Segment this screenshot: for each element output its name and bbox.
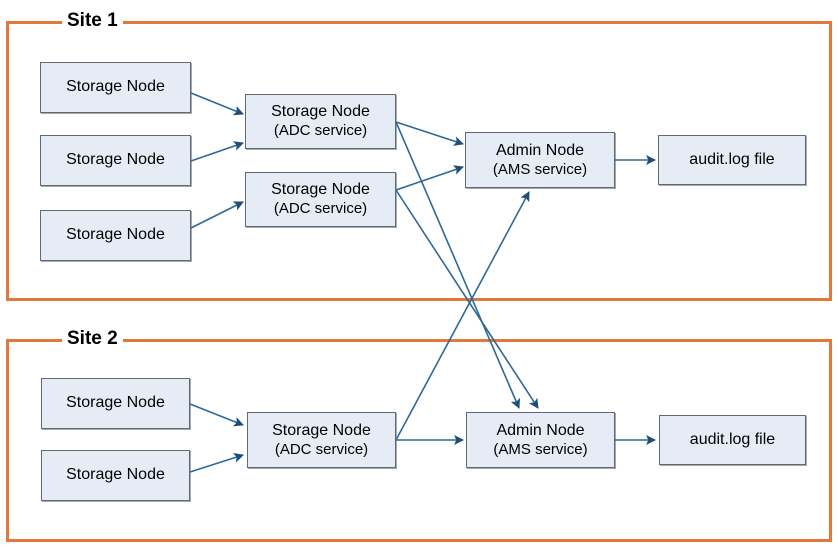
node-label-line1: Storage Node xyxy=(66,151,165,169)
site-1-label: Site 1 xyxy=(62,11,123,30)
site-2-label: Site 2 xyxy=(62,329,123,348)
site1-storage-node-3[interactable]: Storage Node xyxy=(40,210,191,261)
node-label-line1: audit.log file xyxy=(689,430,776,448)
node-label-line1: Storage Node xyxy=(66,226,165,244)
node-label-line1: Admin Node xyxy=(495,141,585,159)
node-label-line1: Admin Node xyxy=(496,421,585,439)
node-label-line1: Storage Node xyxy=(66,466,165,484)
site2-storage-node-1[interactable]: Storage Node xyxy=(41,378,190,429)
node-label-line1: audit.log file xyxy=(689,150,775,168)
node-label-line1: Storage Node xyxy=(66,78,165,96)
site1-storage-node-1[interactable]: Storage Node xyxy=(40,62,191,113)
site2-storage-node-2[interactable]: Storage Node xyxy=(41,450,190,501)
node-label-line2: (AMS service) xyxy=(493,440,588,458)
site1-adc-node-2[interactable]: Storage Node (ADC service) xyxy=(245,172,396,227)
site1-audit-log[interactable]: audit.log file xyxy=(658,135,806,185)
site2-admin-node[interactable]: Admin Node (AMS service) xyxy=(466,412,615,468)
site2-adc-node-1[interactable]: Storage Node (ADC service) xyxy=(247,412,396,468)
site1-adc-node-1[interactable]: Storage Node (ADC service) xyxy=(245,94,396,149)
node-label-line1: Storage Node xyxy=(271,181,370,199)
site1-admin-node[interactable]: Admin Node (AMS service) xyxy=(465,132,615,188)
node-label-line1: Storage Node xyxy=(271,103,370,121)
node-label-line2: (AMS service) xyxy=(492,160,588,178)
node-label-line1: Storage Node xyxy=(272,421,371,439)
node-label-line2: (ADC service) xyxy=(274,440,369,458)
node-label-line1: Storage Node xyxy=(66,394,165,412)
site1-storage-node-2[interactable]: Storage Node xyxy=(40,135,191,186)
node-label-line2: (ADC service) xyxy=(273,200,368,218)
site2-audit-log[interactable]: audit.log file xyxy=(659,415,806,465)
node-label-line2: (ADC service) xyxy=(273,122,368,140)
